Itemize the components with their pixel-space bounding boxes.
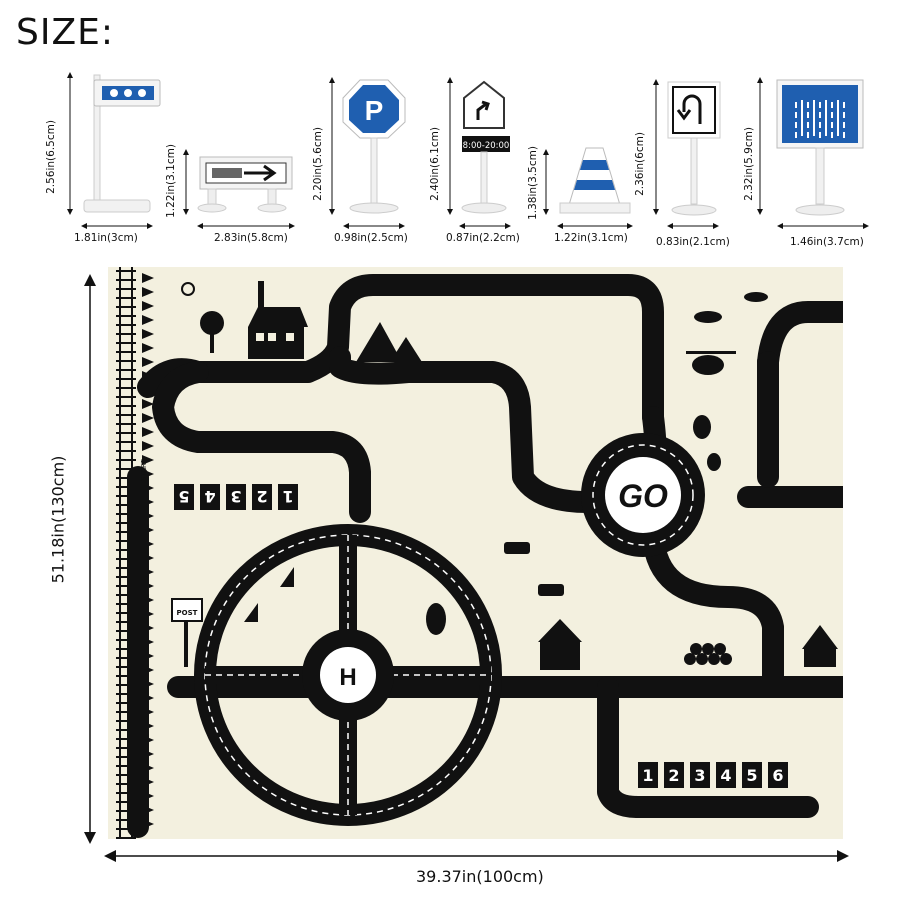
pine-tree-icon xyxy=(142,329,154,339)
time-sign-icon: 8:00-20:00 xyxy=(461,80,510,214)
svg-text:START: START xyxy=(140,459,148,481)
pine-tree-icon xyxy=(142,301,154,311)
house-icon xyxy=(248,281,308,359)
pine-tree-icon xyxy=(142,343,154,353)
parking-space: 2 xyxy=(664,762,684,788)
circus-tent-icon xyxy=(802,625,838,667)
play-mat: H GO POST START 5 4 3 2 xyxy=(108,267,843,839)
clouds-icon xyxy=(694,292,768,323)
pine-tree-icon xyxy=(142,441,154,451)
street-name-sign-icon xyxy=(83,74,161,213)
post-box-icon xyxy=(171,598,203,667)
arrow-sign-width-label: 2.83in(5.8cm) xyxy=(214,232,288,244)
pine-tree-icon xyxy=(142,287,154,297)
pine-tree-icon xyxy=(142,357,154,367)
parking-sign-icon: P xyxy=(342,79,406,214)
mountains-icon xyxy=(356,322,422,362)
parking-space: 1 xyxy=(638,762,658,788)
lane-sign-icon xyxy=(776,79,864,216)
barn-icon xyxy=(538,619,582,670)
road-network xyxy=(127,274,843,838)
tree-icon xyxy=(200,311,224,353)
svg-text:P: P xyxy=(365,95,384,126)
dolphin-icon xyxy=(426,603,446,635)
mat-width-label: 39.37in(100cm) xyxy=(416,867,544,886)
pine-tree-icon xyxy=(142,399,154,409)
signs-illustration: P 8:00-20:00 xyxy=(67,72,869,229)
cow-icon xyxy=(504,542,564,596)
helicopter-icon xyxy=(686,351,736,375)
parking-sign-width-label: 0.98in(2.5cm) xyxy=(334,232,408,244)
pine-tree-icon xyxy=(142,455,154,465)
u-turn-sign-width-label: 0.83in(2.1cm) xyxy=(656,236,730,248)
cone-width-label: 1.22in(3.1cm) xyxy=(554,232,628,244)
balloons-icon xyxy=(693,415,721,471)
time-sign-width-label: 0.87in(2.2cm) xyxy=(446,232,520,244)
pine-tree-icon xyxy=(142,427,154,437)
svg-text:8:00-20:00: 8:00-20:00 xyxy=(463,141,510,151)
pine-tree-icon xyxy=(142,273,154,283)
road-map-illustration: H GO POST START xyxy=(116,267,843,839)
traffic-cone-icon xyxy=(559,147,631,214)
page-title: SIZE: xyxy=(16,12,115,53)
arrow-sign-icon xyxy=(197,156,293,213)
u-turn-sign-icon xyxy=(667,81,721,216)
svg-text:H: H xyxy=(339,664,356,691)
street-sign-width-label: 1.81in(3cm) xyxy=(74,232,138,244)
parking-space: 5 xyxy=(742,762,762,788)
svg-text:GO: GO xyxy=(618,478,668,514)
sun-icon xyxy=(181,282,195,296)
parking-space: 6 xyxy=(768,762,788,788)
sailboat-icon xyxy=(244,567,294,622)
mat-height-label: 51.18in(130cm) xyxy=(48,455,68,584)
logs-icon xyxy=(684,643,732,665)
pine-tree-icon xyxy=(142,315,154,325)
parking-space: 3 xyxy=(690,762,710,788)
lane-sign-width-label: 1.46in(3.7cm) xyxy=(790,236,864,248)
pine-tree-icon xyxy=(142,413,154,423)
parking-space: 4 xyxy=(716,762,736,788)
svg-text:POST: POST xyxy=(177,609,198,617)
